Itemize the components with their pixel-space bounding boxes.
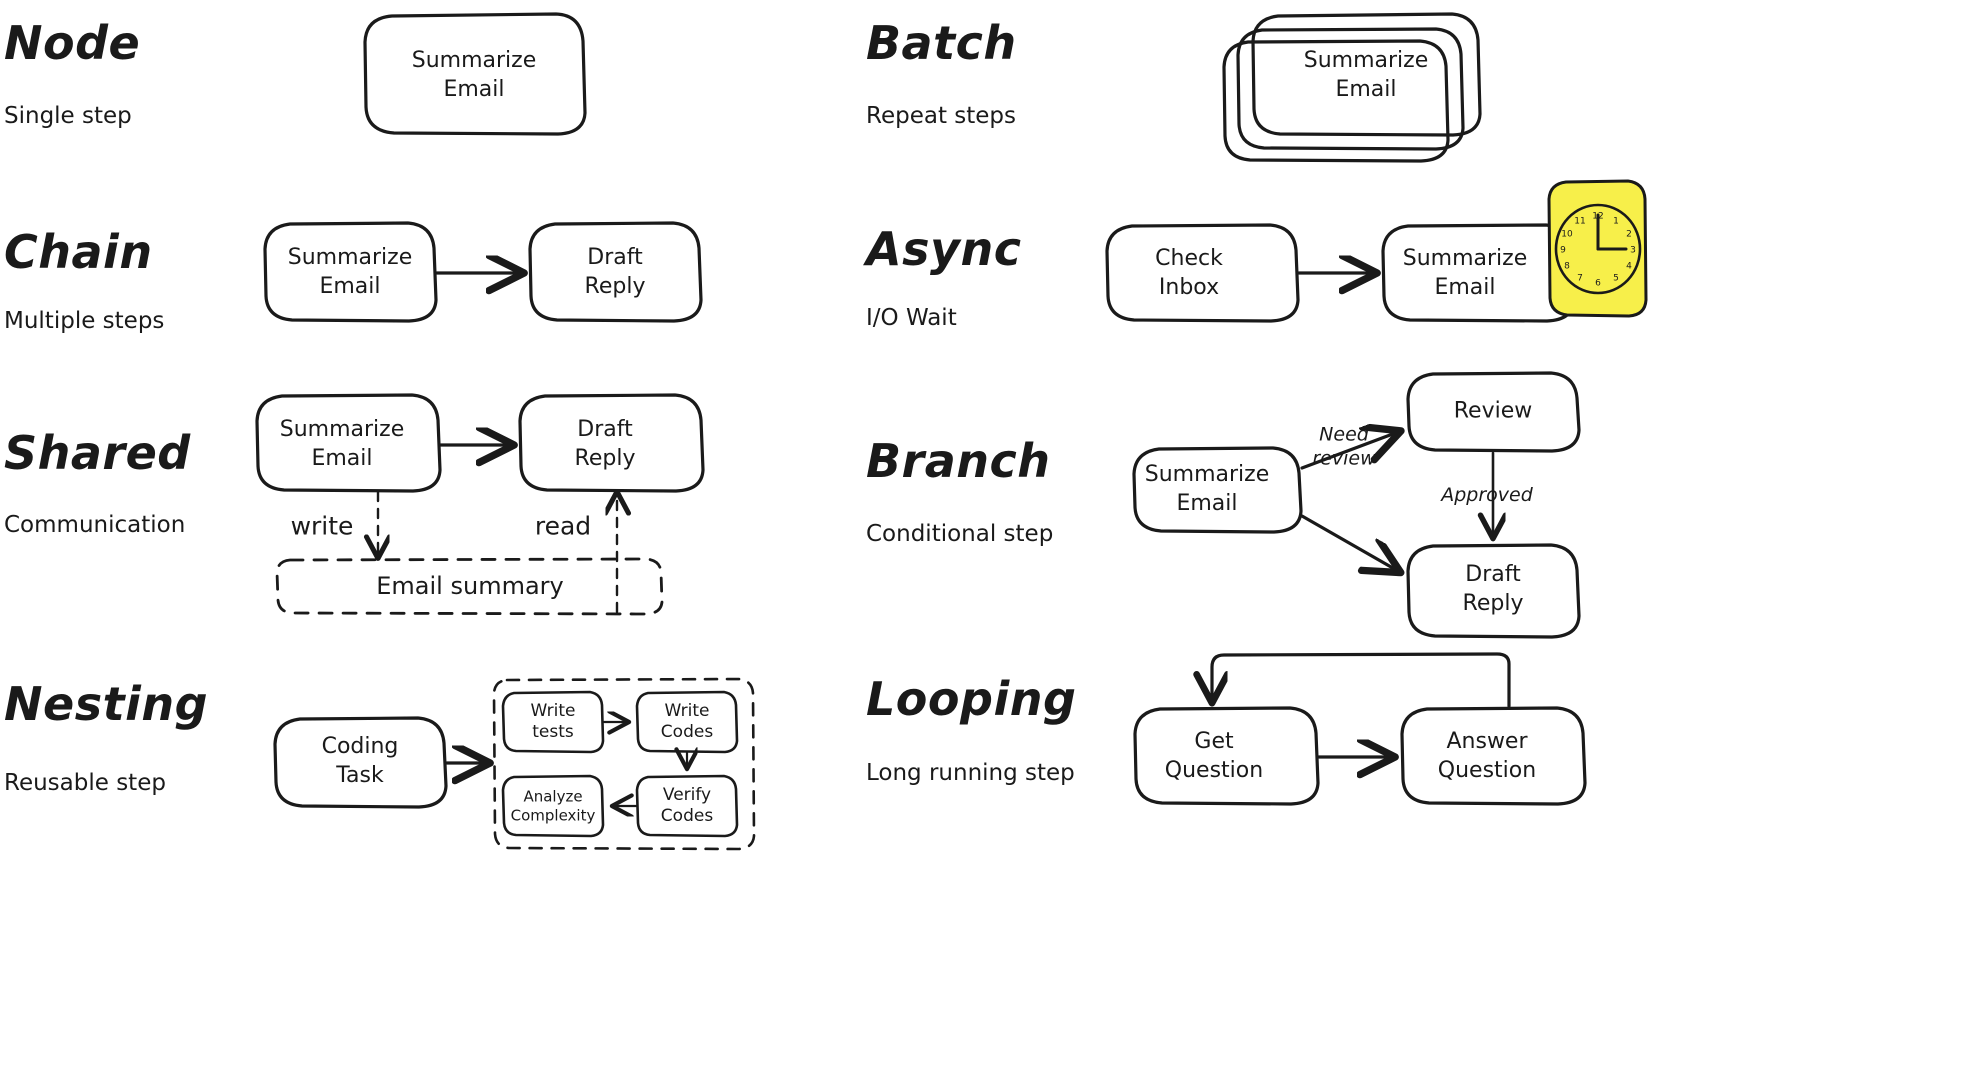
svg-text:4: 4 xyxy=(1626,262,1632,272)
nesting-node-verify-codes-box xyxy=(635,774,739,838)
section-title-node: Node xyxy=(4,16,141,70)
nesting-label-write-codes: Write Codes xyxy=(660,700,714,742)
svg-text:10: 10 xyxy=(1561,230,1573,240)
section-subtitle-shared: Communication xyxy=(4,512,186,538)
batch-card-mid xyxy=(1236,27,1465,151)
async-label-summarize-email: Summarize Email xyxy=(1402,245,1528,300)
node-box xyxy=(363,12,587,136)
branch-label-draft-reply: Draft Reply xyxy=(1462,561,1524,616)
nesting-label-verify-codes: Verify Codes xyxy=(660,784,714,826)
section-subtitle-async: I/O Wait xyxy=(866,305,957,331)
branch-edge-to-draft xyxy=(1300,514,1398,571)
nesting-container-box xyxy=(492,677,756,851)
section-title-branch: Branch xyxy=(866,434,1051,488)
chain-node-1-box xyxy=(263,221,438,323)
shared-node-2-box xyxy=(518,393,705,493)
chain-label-summarize-email: Summarize Email xyxy=(287,244,413,299)
shared-edge-label-write: write xyxy=(290,511,354,541)
svg-text:12: 12 xyxy=(1592,212,1603,222)
clock-numerals: 12 1 2 3 4 5 6 7 8 9 10 11 xyxy=(1560,212,1636,289)
section-title-batch: Batch xyxy=(866,16,1017,70)
branch-edge-label-need-review: Need review xyxy=(1312,423,1376,469)
nesting-node-analyze-box xyxy=(501,774,605,838)
chain-label-draft-reply: Draft Reply xyxy=(584,244,646,299)
chain-node-2-box xyxy=(528,221,703,323)
branch-edge-need-review xyxy=(1300,432,1398,470)
shared-store-label: Email summary xyxy=(376,572,564,600)
shared-edge-label-read: read xyxy=(534,511,592,541)
async-label-check-inbox: Check Inbox xyxy=(1155,245,1223,300)
node-label-summarize-email: Summarize Email xyxy=(411,47,537,102)
clock-icon: 12 1 2 3 4 5 6 7 8 9 10 11 xyxy=(1547,179,1648,318)
section-subtitle-node: Single step xyxy=(4,103,132,129)
batch-label-summarize-email: Summarize Email xyxy=(1303,47,1429,102)
section-title-looping: Looping xyxy=(866,672,1077,726)
branch-node-draft-box xyxy=(1406,543,1581,639)
batch-card-front xyxy=(1251,12,1482,137)
nesting-node-write-tests-box xyxy=(501,690,605,754)
svg-text:5: 5 xyxy=(1613,274,1619,284)
branch-edge-label-approved: Approved xyxy=(1441,484,1533,507)
section-title-shared: Shared xyxy=(4,426,191,480)
branch-label-summarize-email: Summarize Email xyxy=(1144,461,1270,516)
section-title-chain: Chain xyxy=(4,225,153,279)
section-title-nesting: Nesting xyxy=(4,677,209,731)
looping-node-answer-box xyxy=(1400,706,1587,806)
section-title-async: Async xyxy=(866,222,1022,276)
section-subtitle-chain: Multiple steps xyxy=(4,308,165,334)
shared-store-box xyxy=(275,557,664,616)
svg-text:1: 1 xyxy=(1613,217,1619,227)
svg-text:8: 8 xyxy=(1564,262,1570,272)
async-node-1-box xyxy=(1105,223,1300,323)
svg-text:2: 2 xyxy=(1626,230,1632,240)
looping-label-get-question: Get Question xyxy=(1164,728,1264,783)
nesting-label-analyze-complexity: Analyze Complexity xyxy=(510,787,596,824)
svg-text:3: 3 xyxy=(1630,246,1636,256)
nesting-label-write-tests: Write tests xyxy=(530,700,576,742)
nesting-node-coding-box xyxy=(273,716,448,809)
branch-node-1-box xyxy=(1132,446,1303,534)
nesting-node-write-codes-box xyxy=(635,690,739,754)
svg-text:11: 11 xyxy=(1574,217,1585,227)
svg-text:6: 6 xyxy=(1595,279,1601,289)
svg-text:7: 7 xyxy=(1577,274,1583,284)
section-subtitle-looping: Long running step xyxy=(866,760,1075,786)
section-subtitle-batch: Repeat steps xyxy=(866,103,1017,129)
section-subtitle-nesting: Reusable step xyxy=(4,770,166,796)
section-subtitle-branch: Conditional step xyxy=(866,521,1054,547)
shared-label-summarize-email: Summarize Email xyxy=(279,416,405,471)
looping-node-get-box xyxy=(1133,706,1320,806)
nesting-label-coding-task: Coding Task xyxy=(321,733,399,788)
shared-label-draft-reply: Draft Reply xyxy=(574,416,636,471)
looping-edge-back xyxy=(1212,652,1511,708)
branch-label-review: Review xyxy=(1453,398,1533,424)
looping-label-answer-question: Answer Question xyxy=(1437,728,1537,783)
batch-card-back xyxy=(1222,39,1450,163)
branch-node-review-box xyxy=(1406,371,1581,453)
svg-text:9: 9 xyxy=(1560,246,1566,256)
shared-node-1-box xyxy=(255,393,442,493)
